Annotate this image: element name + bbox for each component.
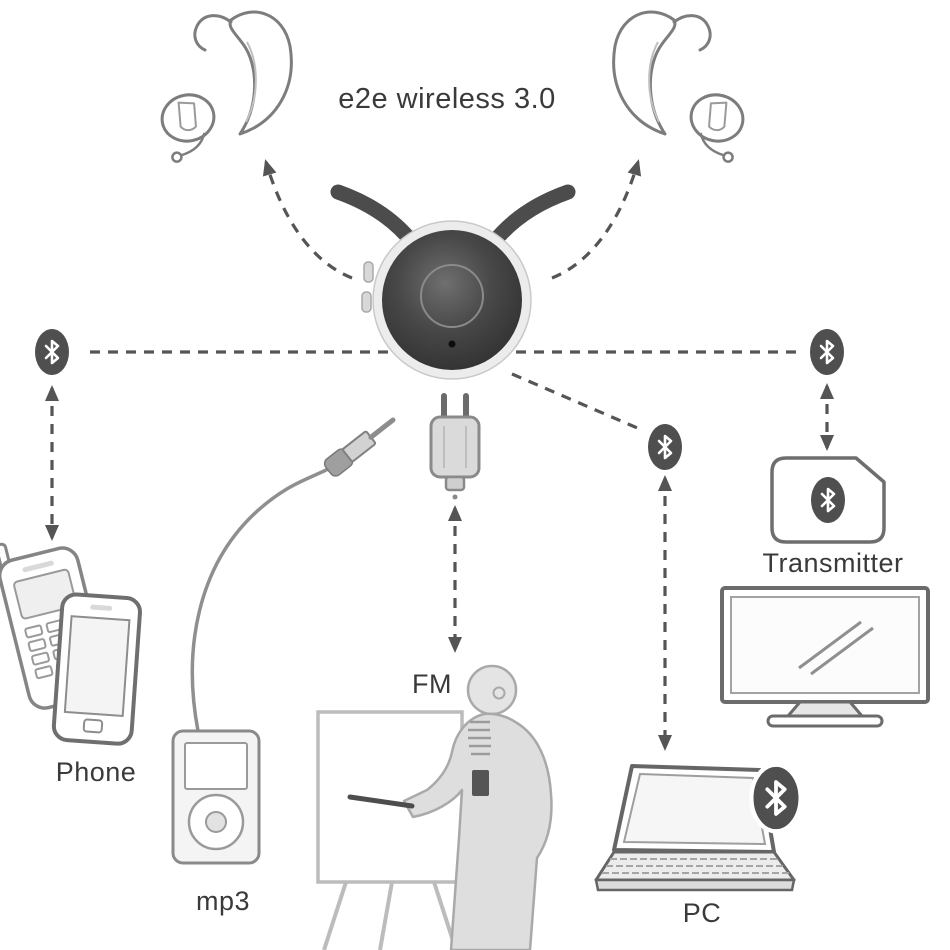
label-transmitter: Transmitter [762, 548, 904, 578]
smartphone-icon [51, 592, 142, 746]
bluetooth-icon-pc [749, 762, 803, 834]
label-pc: PC [682, 898, 722, 928]
in-ear-piece-right-icon [689, 93, 745, 163]
laptop-icon [594, 762, 803, 892]
tv-icon [720, 586, 930, 728]
bluetooth-icon-transmitter [811, 477, 845, 523]
label-mp3: mp3 [195, 886, 251, 916]
body-worn-receiver [472, 770, 489, 796]
bluetooth-icon-right [810, 329, 844, 375]
label-fm: FM [412, 669, 452, 699]
label-phone: Phone [55, 757, 137, 787]
audio-jack-icon [323, 417, 396, 477]
audio-cable [190, 456, 347, 732]
hearing-aid-left-icon [160, 10, 293, 163]
bluetooth-icon-left [35, 329, 69, 375]
presenter-icon [347, 664, 553, 950]
transmitter-icon [770, 456, 886, 544]
diagram-title: e2e wireless 3.0 [338, 83, 556, 115]
in-ear-piece-left-icon [160, 93, 216, 163]
fm-connector-icon [429, 393, 481, 500]
hearing-aid-right-icon [612, 10, 745, 163]
connection-lines [45, 159, 834, 751]
connection-line-to-right-hearing-aid [551, 159, 642, 280]
pointer-stick [347, 794, 415, 809]
flipchart-icon [316, 710, 464, 950]
mp3-player-icon [171, 729, 261, 865]
neckloop-signal [468, 720, 491, 756]
connection-line-pc-bluetooth [511, 372, 643, 432]
bluetooth-icon-pc-link [648, 424, 682, 470]
connection-line-to-left-hearing-aid [262, 159, 353, 280]
streamer-cable-right [486, 184, 576, 250]
streamer-device-icon [330, 184, 576, 380]
streamer-cable-left [330, 184, 420, 250]
